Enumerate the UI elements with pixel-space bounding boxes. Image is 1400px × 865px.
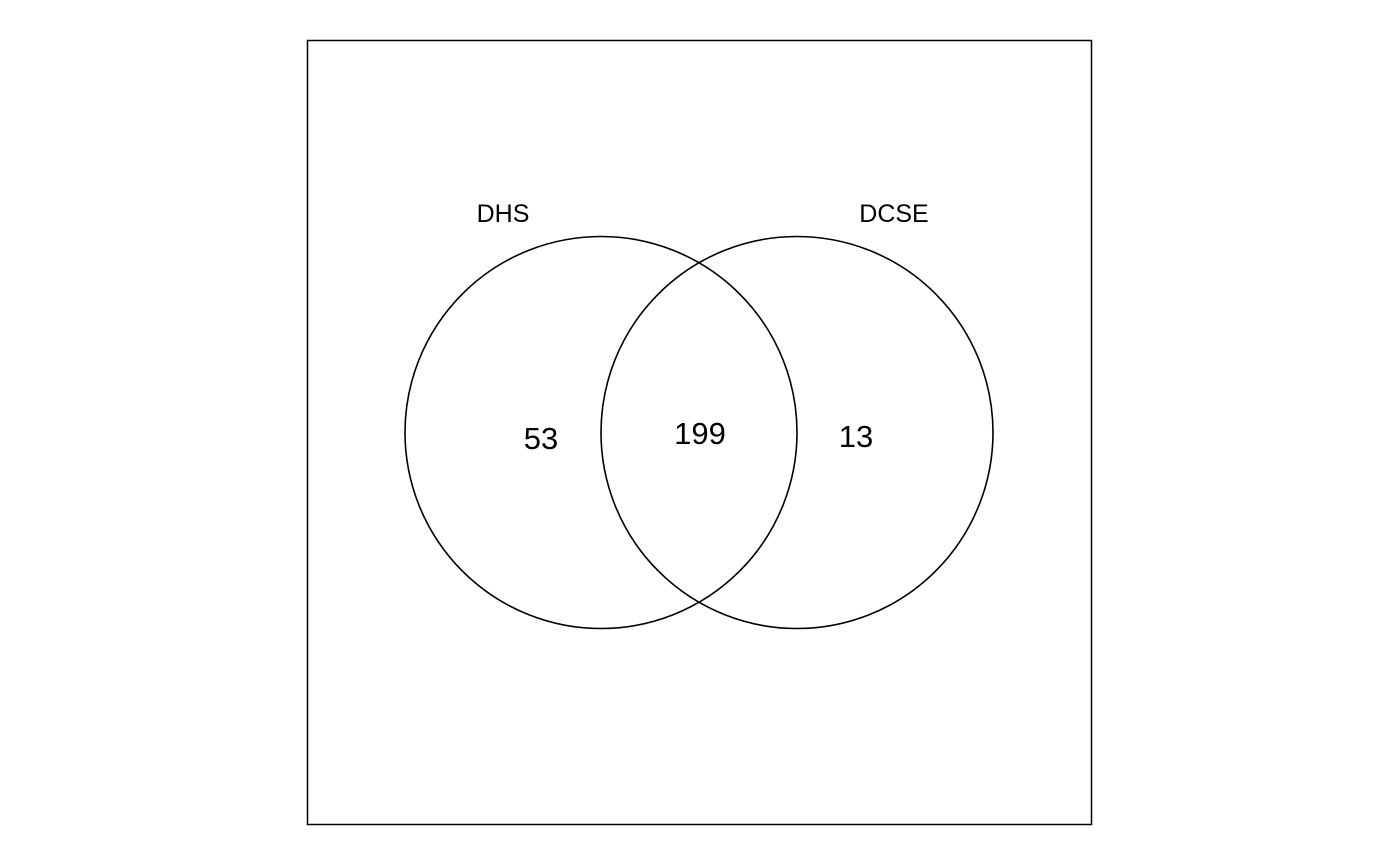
- set-circle-dhs: [404, 235, 798, 630]
- set-label-dcse: DCSE: [859, 200, 928, 228]
- set-circle-dcse: [600, 235, 994, 630]
- plot-frame: [306, 39, 1093, 826]
- count-dcse-only: 13: [839, 419, 873, 454]
- set-label-dhs: DHS: [477, 200, 530, 228]
- count-intersection: 199: [674, 416, 726, 451]
- count-dhs-only: 53: [524, 421, 558, 456]
